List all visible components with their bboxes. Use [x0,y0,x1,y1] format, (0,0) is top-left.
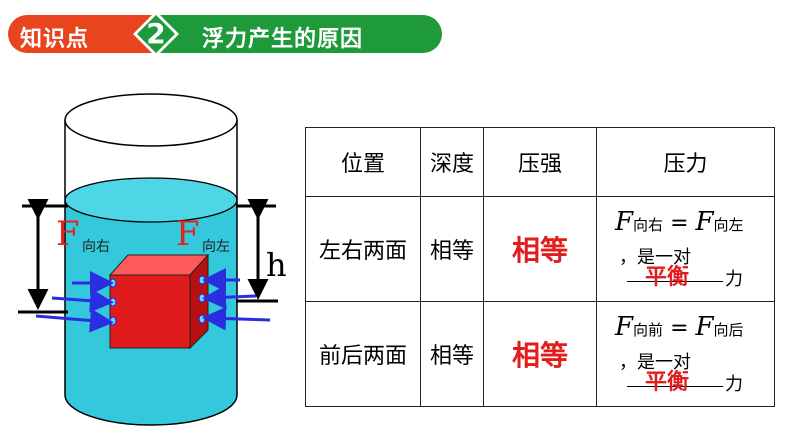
left-force-arrows [35,271,114,333]
equals-sign: = [670,316,689,341]
header-force: 压力 [596,127,775,197]
header-pressure: 压强 [483,127,597,197]
cell-depth: 相等 [420,301,484,407]
water-surface [64,177,238,223]
title-banner: 知识点 浮力产生的原因 2 [8,10,442,58]
right-force-symbol: F [176,214,200,254]
container-bottom [64,394,238,426]
table-row: 前后两面 相等 相等 F向前 = F向后 ，是一对 平衡 力 [305,301,775,407]
force-subscript: 向左 [713,216,744,234]
table-row: 左右两面 相等 相等 F向右 = F向左 ，是一对 平衡 力 [305,196,775,302]
force-equation: F向前 = F向后 [615,312,744,342]
force-symbol: F [695,207,714,237]
buoyancy-diagram: F 向右 F 向左 h [0,90,300,447]
left-force-subscript: 向右 [82,239,110,255]
cell-pressure: 相等 [483,196,597,302]
header-position: 位置 [305,127,421,197]
diamond-badge-icon [133,11,179,57]
force-subscript: 向右 [633,216,664,234]
right-force-subscript: 向左 [202,239,230,255]
cell-depth: 相等 [420,196,484,302]
force-symbol: F [615,312,634,342]
cube-front [109,274,191,349]
force-subscript: 向前 [633,321,664,339]
force-symbol: F [615,207,634,237]
fill-blank-line [627,386,723,387]
banner-title-bar: 浮力产生的原因 [158,15,442,53]
cell-pressure: 相等 [483,301,597,407]
pair-text: ，是一对 [619,352,691,373]
depth-label: h [266,246,287,284]
pressure-answer: 相等 [511,234,568,267]
pressure-answer: 相等 [511,339,568,372]
header-depth: 深度 [420,127,484,197]
equals-sign: = [670,211,689,236]
cell-position: 左右两面 [305,196,421,302]
cell-force: F向右 = F向左 ，是一对 平衡 力 [596,196,775,302]
banner-knowledge-label: 知识点 [20,27,90,52]
cell-force: F向前 = F向后 ，是一对 平衡 力 [596,301,775,407]
left-force-symbol: F [56,214,80,254]
force-equation: F向右 = F向左 [615,207,744,237]
force-tail: 力 [725,374,743,395]
cell-position: 前后两面 [305,301,421,407]
page-title: 浮力产生的原因 [202,27,364,52]
balance-answer: 平衡 [645,370,690,395]
pair-text: ，是一对 [619,247,691,268]
force-symbol: F [695,312,714,342]
container-illustration [18,93,278,426]
number-badge: 2 [132,10,180,58]
force-tail: 力 [725,269,743,290]
badge-number: 2 [146,17,166,50]
force-subscript: 向后 [713,321,744,339]
container-rim [64,93,238,147]
fill-blank-line [627,281,723,282]
balance-answer: 平衡 [645,265,690,290]
table-header-row: 位置 深度 压强 压力 [305,127,775,197]
pressure-comparison-table: 位置 深度 压强 压力 左右两面 相等 相等 F向右 = F向左 ，是一对 平衡… [305,127,775,407]
